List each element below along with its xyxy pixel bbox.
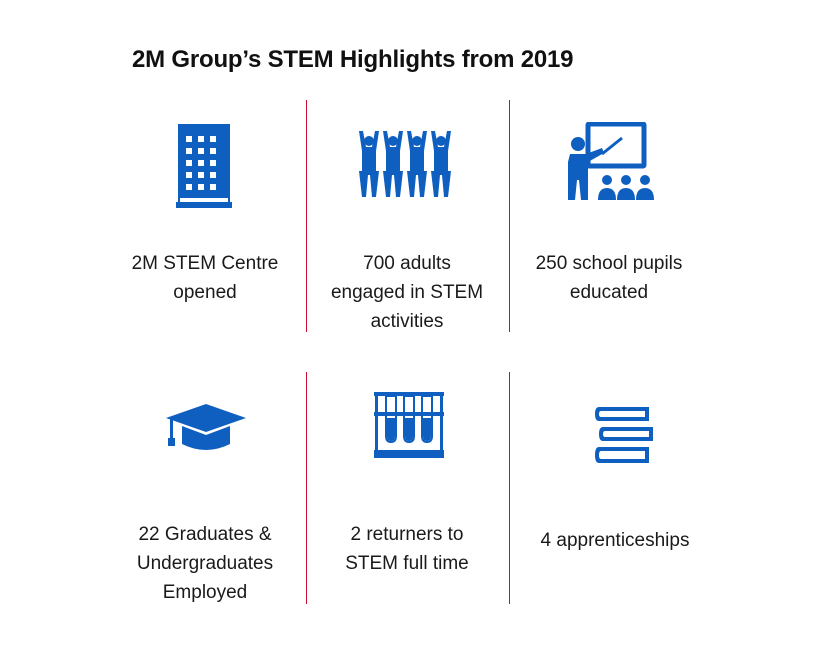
divider-row2-left — [306, 372, 307, 604]
graduation-cap-icon — [166, 404, 246, 452]
highlight-label-stem-centre: 2M STEM Centre opened — [131, 253, 279, 303]
page-title: 2M Group’s STEM Highlights from 2019 — [132, 46, 574, 73]
highlight-label-graduates: 22 Graduates & Undergraduates Employed — [136, 524, 274, 603]
people-cheering-icon — [357, 131, 455, 197]
highlight-label-adults-engaged: 700 adults engaged in STEM activities — [330, 253, 484, 332]
building-icon — [176, 124, 232, 208]
highlight-label-returners: 2 returners to STEM full time — [345, 524, 469, 574]
test-tubes-icon — [374, 392, 444, 458]
books-icon — [595, 407, 653, 463]
highlight-label-school-pupils: 250 school pupils educated — [535, 253, 683, 303]
divider-row1-right — [509, 100, 510, 332]
highlight-label-apprenticeships: 4 apprenticeships — [540, 530, 690, 551]
divider-row1-left — [306, 100, 307, 332]
teacher-classroom-icon — [566, 122, 658, 202]
divider-row2-right — [509, 372, 510, 604]
